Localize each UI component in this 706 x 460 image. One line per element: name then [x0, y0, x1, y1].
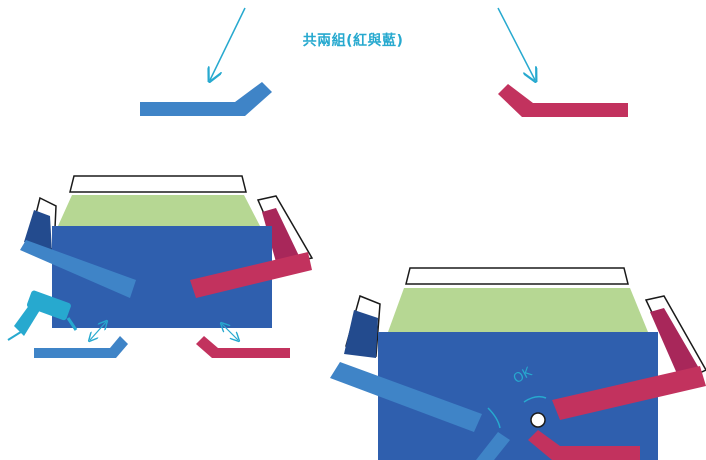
glue-gun-icon: [7, 290, 78, 341]
caption: 共兩組(紅與藍): [302, 33, 404, 49]
blue-flap-piece: [140, 82, 272, 116]
red-flap-piece: [196, 336, 290, 358]
right-box: [330, 267, 706, 460]
double-arrow-icon: [90, 322, 106, 340]
double-arrow-icon: [222, 324, 238, 340]
blue-flap-piece: [34, 336, 128, 358]
red-flap-piece: [498, 84, 628, 117]
left-box: [20, 175, 314, 328]
pointer-arrow-right: [497, 7, 535, 80]
pointer-arrow-left: [210, 7, 246, 80]
